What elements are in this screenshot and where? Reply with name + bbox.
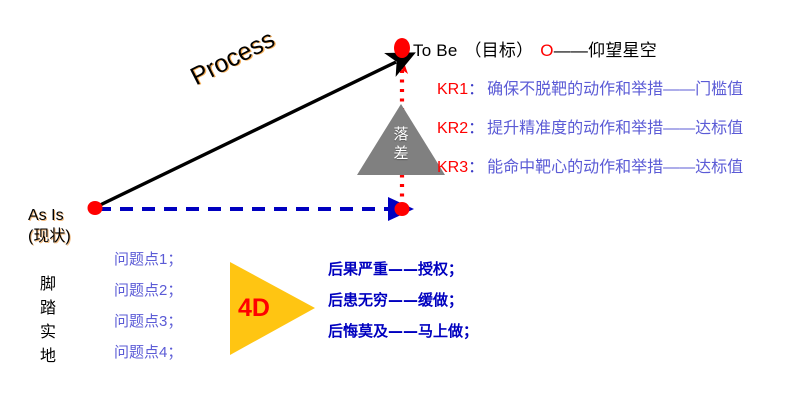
as-is-dot bbox=[87, 201, 103, 215]
kr-row: KR1：确保不脱靶的动作和举措——门槛值 bbox=[437, 78, 787, 117]
kr-list: KR1：确保不脱靶的动作和举措——门槛值 KR2：提升精准度的动作和举措——达标… bbox=[437, 78, 787, 195]
gap-triangle-label: 落差 bbox=[393, 125, 409, 162]
problem-point-item: 问题点1； bbox=[114, 251, 183, 268]
problem-point-item: 问题点2； bbox=[114, 282, 183, 299]
kr-row: KR3：能命中靶心的动作和举措——达标值 bbox=[437, 156, 787, 195]
kr-row: KR2：提升精准度的动作和举措——达标值 bbox=[437, 117, 787, 156]
kr-key: KR2 bbox=[437, 120, 469, 137]
kr-colon: ： bbox=[468, 81, 485, 98]
problem-point-item: 问题点4； bbox=[114, 344, 183, 361]
as-is-label: As Is (现状) bbox=[28, 205, 71, 247]
kr-text: 能命中靶心的动作和举措——达标值 bbox=[487, 159, 744, 176]
to-be-dot bbox=[394, 38, 410, 58]
consequence-item: 后患无穷——缓做； bbox=[328, 291, 464, 309]
footing-label: 脚踏实地 bbox=[39, 274, 56, 365]
consequence-list: 后果严重——授权； 后患无穷——缓做； 后悔莫及——马上做； bbox=[328, 259, 478, 352]
kr-key: KR1 bbox=[437, 81, 469, 98]
to-be-sub-label: （目标） bbox=[464, 41, 534, 60]
fourd-triangle-shape bbox=[230, 262, 315, 355]
consequence-item: 后果严重——授权； bbox=[328, 260, 464, 278]
problem-point-list: 问题点1； 问题点2； 问题点3； 问题点4； bbox=[114, 250, 182, 374]
process-arrow bbox=[95, 52, 416, 209]
fourd-triangle-label: 4D bbox=[238, 294, 270, 322]
as-is-label-cn: (现状) bbox=[28, 228, 71, 245]
circle-icon: O bbox=[540, 41, 554, 60]
to-be-header: To Be （目标） O——仰望星空 bbox=[413, 36, 657, 61]
gap-triangle-shape bbox=[357, 104, 445, 175]
kr-colon: ： bbox=[468, 120, 485, 137]
kr-text: 提升精准度的动作和举措——达标值 bbox=[487, 120, 744, 137]
to-be-label: To Be bbox=[413, 41, 458, 60]
problem-point-item: 问题点3； bbox=[114, 313, 183, 330]
kr-key: KR3 bbox=[437, 159, 469, 176]
as-is-label-en: As Is bbox=[28, 207, 64, 224]
kr-colon: ： bbox=[468, 159, 485, 176]
consequence-item: 后悔莫及——马上做； bbox=[328, 322, 479, 340]
gap-foot-dot bbox=[394, 202, 410, 216]
to-be-tagline: ——仰望星空 bbox=[553, 41, 657, 60]
kr-text: 确保不脱靶的动作和举措——门槛值 bbox=[487, 81, 744, 98]
